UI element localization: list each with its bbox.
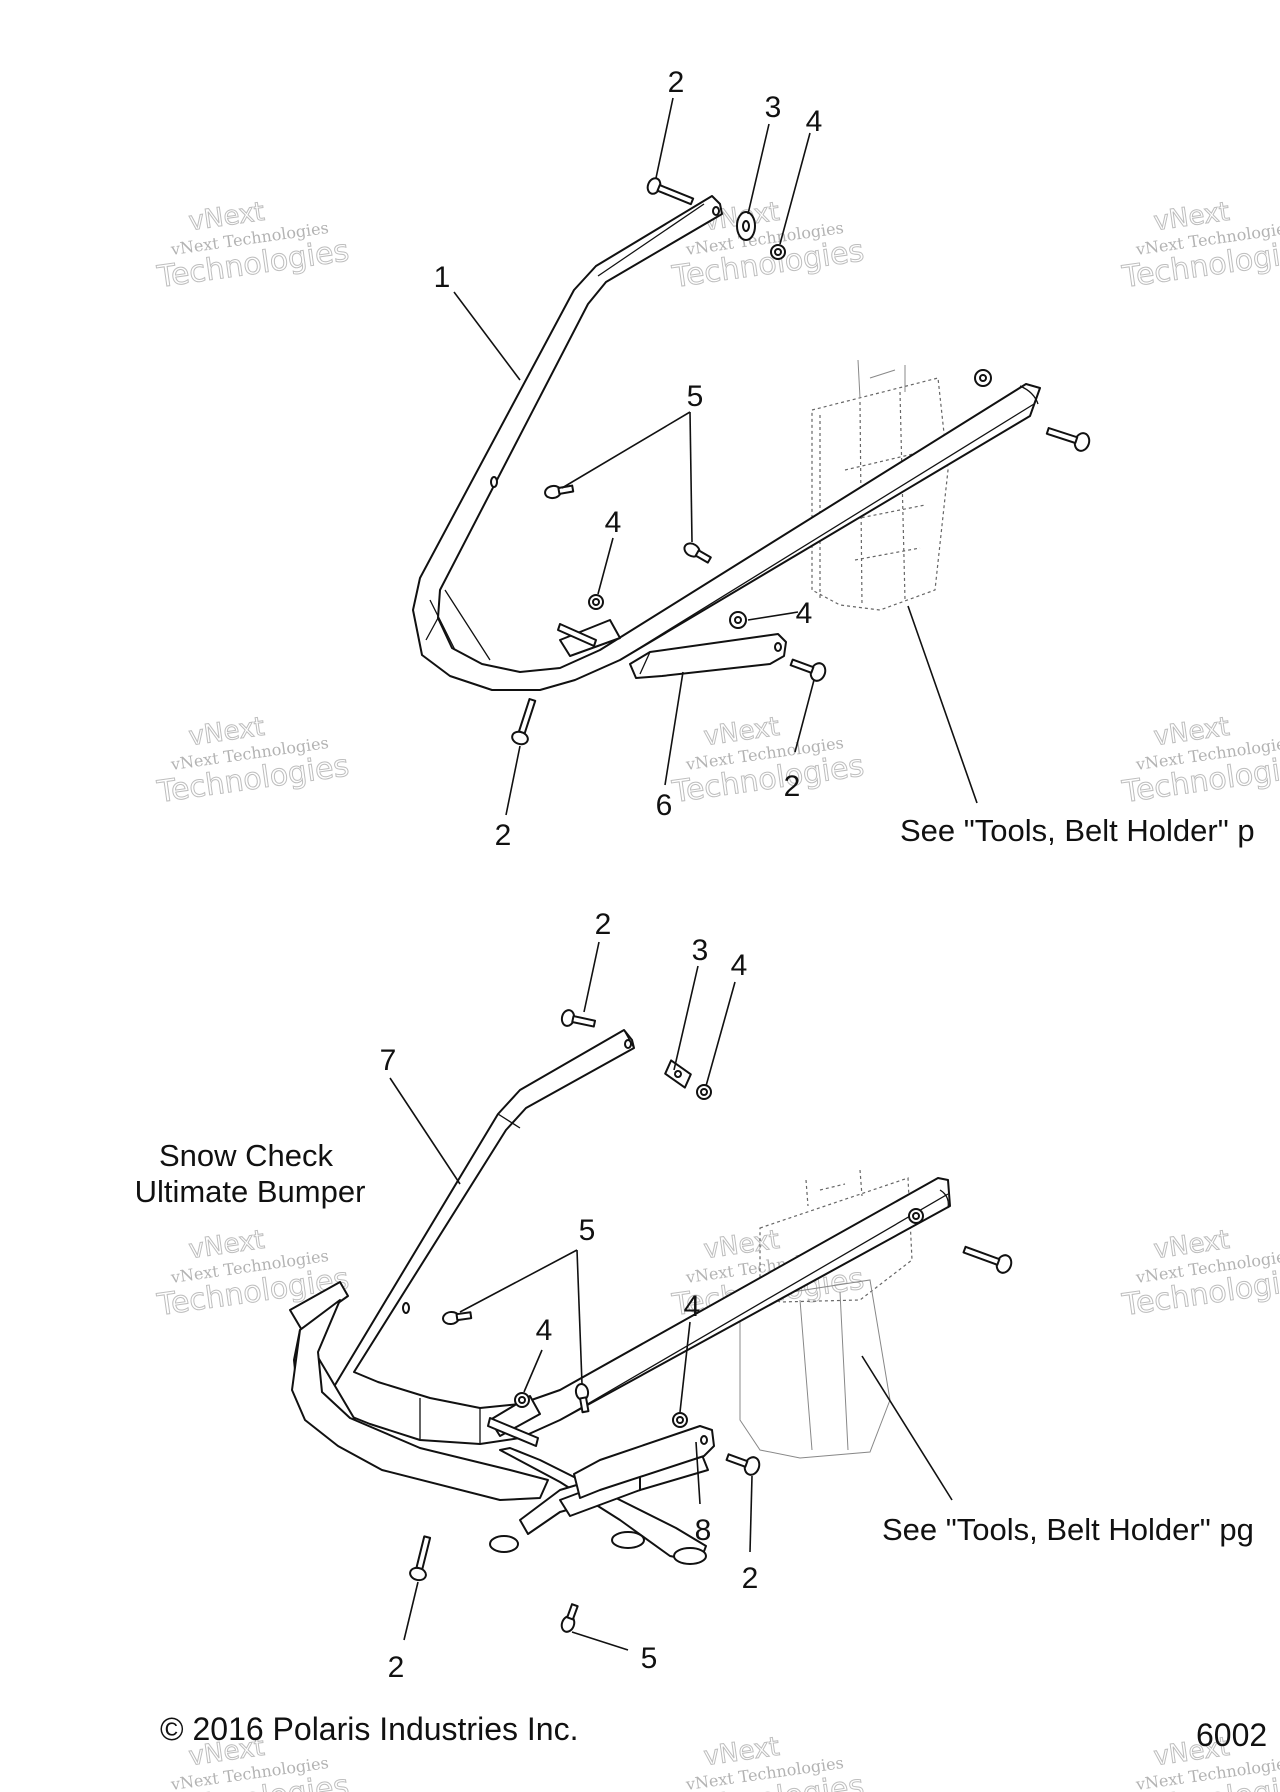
bolt-top-2b: [1045, 427, 1091, 452]
nut-top-4c: [729, 611, 747, 629]
callout-bottom-2d: 2: [388, 1651, 405, 1684]
copyright-text: © 2016 Polaris Industries Inc.: [160, 1711, 578, 1747]
nut-top-4d: [974, 369, 992, 387]
screw-bottom-5b: [574, 1383, 590, 1414]
top-assembly: 2 3 4 1 5 4 4 2 2 6 2 See "Tools, Belt H…: [412, 66, 1255, 852]
page-code: 6002: [1196, 1717, 1267, 1753]
note-snow-check-line1: Snow Check: [159, 1138, 334, 1173]
note-snow-check-line2: Ultimate Bumper: [135, 1174, 366, 1209]
callout-bottom-4b: 4: [536, 1314, 553, 1347]
bolt-bottom-2d: [409, 1535, 432, 1582]
nut-bottom-4b: [514, 1392, 530, 1408]
bracket-part-8: [573, 1425, 715, 1499]
callout-top-5: 5: [687, 380, 704, 413]
callout-top-4c: 4: [796, 597, 813, 630]
callout-top-2d: 2: [495, 819, 512, 852]
note-belt-holder-top: See "Tools, Belt Holder" p: [900, 813, 1255, 848]
bumper-part-1: [412, 195, 1041, 691]
nut-bottom-4c: [672, 1412, 688, 1428]
leaders-top: [453, 97, 978, 816]
screw-bottom-5a: [442, 1310, 473, 1326]
callout-top-6: 6: [656, 789, 673, 822]
callout-bottom-2a: 2: [595, 908, 612, 941]
clip-top: [557, 623, 597, 647]
bolt-bottom-2c: [725, 1453, 761, 1476]
bolt-top-1: [646, 177, 695, 206]
screw-bottom-5c: [560, 1603, 579, 1633]
callout-bottom-5c: 5: [641, 1642, 658, 1675]
callout-bottom-4a: 4: [731, 949, 748, 982]
screw-top-5b: [683, 542, 712, 564]
callout-top-4a: 4: [806, 105, 823, 138]
belt-holder-bottom: [739, 1169, 913, 1459]
callout-bottom-7: 7: [380, 1044, 397, 1077]
nut-top-4b: [588, 594, 604, 610]
callout-bottom-8: 8: [695, 1514, 712, 1547]
clip-bottom: [487, 1417, 539, 1447]
callout-top-2a: 2: [668, 66, 685, 99]
nut-top-4a: [770, 244, 786, 260]
leaders-bottom: [389, 941, 953, 1651]
note-belt-holder-bottom: See "Tools, Belt Holder" pg: [882, 1512, 1254, 1547]
bolt-top-2d: [511, 698, 537, 746]
callouts-bottom: 2 3 4 7 5 4 4 8 2 2 5: [380, 908, 759, 1684]
callout-bottom-2c: 2: [742, 1562, 759, 1595]
callout-top-2c: 2: [784, 770, 801, 803]
nut-bottom-4d: [908, 1208, 924, 1224]
callout-bottom-3: 3: [692, 934, 709, 967]
spacer-top-3: [736, 211, 756, 241]
callout-top-4b: 4: [605, 506, 622, 539]
callout-top-1: 1: [434, 261, 451, 294]
nut-bottom-4a: [696, 1084, 712, 1100]
callout-bottom-5: 5: [579, 1214, 596, 1247]
bolt-bottom-2a: [560, 1009, 597, 1028]
callout-bottom-4c: 4: [684, 1290, 701, 1323]
bracket-part-6: [629, 633, 787, 679]
screw-top-5a: [544, 484, 575, 500]
bolt-bottom-2b: [962, 1245, 1013, 1274]
bottom-assembly: 2 3 4 7 5 4 4 8 2 2 5 Snow Check Ultimat…: [135, 908, 1254, 1684]
callouts-top: 2 3 4 1 5 4 4 2 2 6 2: [434, 66, 823, 852]
callout-top-3: 3: [765, 91, 782, 124]
bumper-part-7: [331, 1029, 951, 1445]
spacer-bottom-3: [664, 1059, 692, 1089]
bolt-top-2c: [789, 658, 827, 682]
